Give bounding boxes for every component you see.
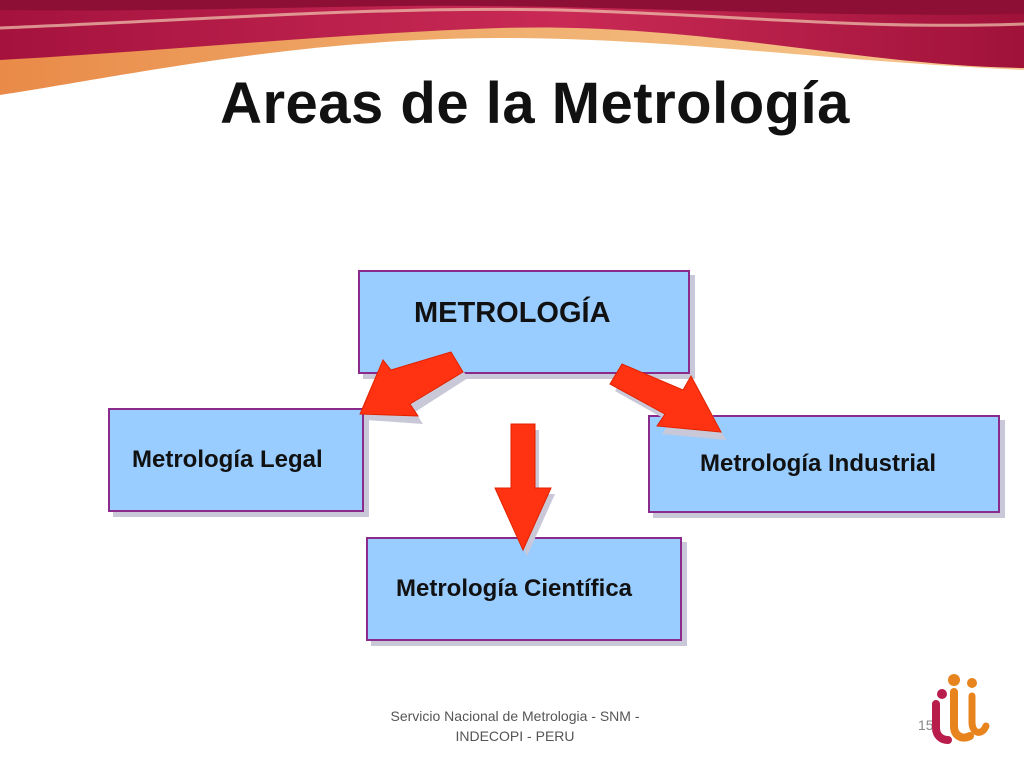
footer-text: Servicio Nacional de Metrologia - SNM - … xyxy=(360,706,670,746)
footer-line-1: Servicio Nacional de Metrologia - SNM - xyxy=(390,708,640,724)
metrologia-industrial-box: Metrología Industrial xyxy=(648,415,1000,513)
metrologia-cientifica-label: Metrología Científica xyxy=(396,575,633,602)
metrologia-root-label: METROLOGÍA xyxy=(414,296,611,329)
page-number: 15 xyxy=(918,717,934,733)
organization-logo-icon xyxy=(932,674,990,744)
slide-title: Areas de la Metrología xyxy=(220,71,850,136)
metrologia-legal-box: Metrología Legal xyxy=(108,408,364,512)
metrologia-legal-label: Metrología Legal xyxy=(132,446,323,473)
metrologia-cientifica-box: Metrología Científica xyxy=(366,537,682,641)
metrologia-root-box: METROLOGÍA xyxy=(358,270,690,374)
arrow-to-cientifica xyxy=(494,423,552,552)
footer-line-2: INDECOPI - PERU xyxy=(455,728,575,744)
header-decoration xyxy=(0,0,1024,100)
metrologia-industrial-label: Metrología Industrial xyxy=(700,450,937,477)
